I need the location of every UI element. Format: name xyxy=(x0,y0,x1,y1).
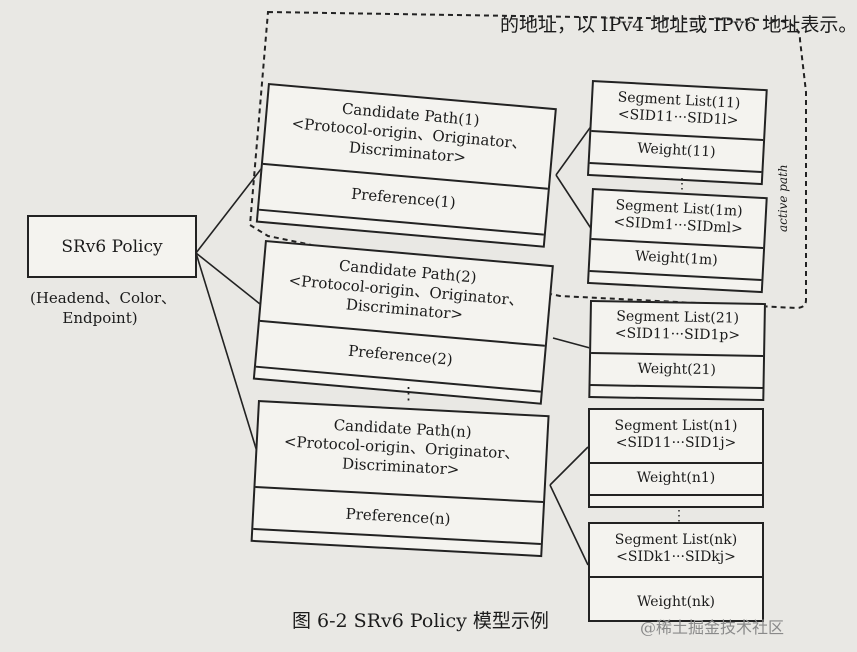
ellipsis-segments-n: ⋮ xyxy=(672,508,686,524)
segment-list-nk-title: Segment List(nk) xyxy=(614,532,738,548)
divider xyxy=(590,576,762,578)
segment-list-n1: Segment List(n1) <SID11···SID1j> Weight(… xyxy=(588,408,764,508)
divider xyxy=(589,269,762,281)
divider xyxy=(590,462,762,464)
candidate-path-1-header: Candidate Path(1) <Protocol-origin、Origi… xyxy=(264,93,554,175)
segment-list-1m-header: Segment List(1m) <SIDm1···SIDml> xyxy=(592,196,766,239)
srv6-policy-box: SRv6 Policy xyxy=(27,215,197,278)
candidate-path-n-preference: Preference(n) xyxy=(345,504,451,529)
policy-attributes-line1: (Headend、Color、 xyxy=(30,289,177,307)
edge-policy-cp2 xyxy=(195,252,266,309)
edge-cpn-segnk xyxy=(549,484,589,566)
candidate-path-2: Candidate Path(2) <Protocol-origin、Origi… xyxy=(252,240,554,405)
segment-list-n1-header: Segment List(n1) <SID11···SID1j> xyxy=(590,418,762,452)
segment-list-n1-title: Segment List(n1) xyxy=(614,418,738,434)
connector-lines xyxy=(195,10,807,566)
segment-list-21-header: Segment List(21) <SID11···SID1p> xyxy=(591,308,764,345)
divider xyxy=(589,161,762,173)
segment-list-n1-weight: Weight(n1) xyxy=(636,470,716,486)
candidate-path-1: Candidate Path(1) <Protocol-origin、Origi… xyxy=(255,83,557,248)
segment-list-nk-sids: <SIDk1···SIDkj> xyxy=(616,549,736,565)
divider xyxy=(255,485,544,504)
segment-list-nk-weight: Weight(nk) xyxy=(636,594,716,610)
active-path-label: active path xyxy=(776,164,790,232)
segment-list-1m: Segment List(1m) <SIDm1···SIDml> Weight(… xyxy=(586,188,768,294)
watermark: @稀土掘金技术社区 xyxy=(640,618,785,637)
candidate-path-n-header: Candidate Path(n) <Protocol-origin、Origi… xyxy=(256,412,547,484)
edge-policy-cp1 xyxy=(195,159,269,254)
figure-caption: 图 6-2 SRv6 Policy 模型示例 xyxy=(292,610,549,632)
active-path-region xyxy=(248,10,807,310)
segment-list-n1-sids: <SID11···SID1j> xyxy=(615,435,737,451)
srv6-policy-label: SRv6 Policy xyxy=(61,237,163,257)
edge-cp2-seg21 xyxy=(552,337,591,349)
segment-list-nk: Segment List(nk) <SIDk1···SIDkj> Weight(… xyxy=(588,522,764,622)
divider xyxy=(591,352,764,358)
srv6-policy-diagram: 的地址，以 IPv4 地址或 IPv6 地址表示。 SRv6 Policy (H… xyxy=(27,10,857,637)
segment-list-11-header: Segment List(11) <SID11···SID1l> xyxy=(592,88,766,131)
ellipsis-candidates: ⋮ xyxy=(400,384,417,404)
candidate-path-2-header: Candidate Path(2) <Protocol-origin、Origi… xyxy=(261,250,551,332)
divider xyxy=(590,384,763,390)
segment-list-11-weight: Weight(11) xyxy=(636,140,716,161)
edge-policy-cpn xyxy=(195,252,259,456)
edge-cp1-seg11 xyxy=(555,124,593,176)
policy-attributes-line2: Endpoint) xyxy=(62,309,138,327)
segment-list-21-weight: Weight(21) xyxy=(637,360,717,379)
segment-list-1m-weight: Weight(1m) xyxy=(634,248,719,269)
policy-attributes: (Headend、Color、 Endpoint) xyxy=(30,288,177,328)
candidate-path-n: Candidate Path(n) <Protocol-origin、Origi… xyxy=(250,400,550,558)
ellipsis-segments-1: ⋮ xyxy=(675,176,689,192)
segment-list-21-sids: <SID11···SID1p> xyxy=(614,325,741,344)
segment-list-11: Segment List(11) <SID11···SID1l> Weight(… xyxy=(586,80,768,186)
divider xyxy=(590,494,762,496)
edge-cp1-seg1m xyxy=(555,174,593,231)
edge-cpn-segn1 xyxy=(549,446,589,486)
segment-list-21: Segment List(21) <SID11···SID1p> Weight(… xyxy=(588,300,766,402)
segment-list-nk-header: Segment List(nk) <SIDk1···SIDkj> xyxy=(590,532,762,566)
